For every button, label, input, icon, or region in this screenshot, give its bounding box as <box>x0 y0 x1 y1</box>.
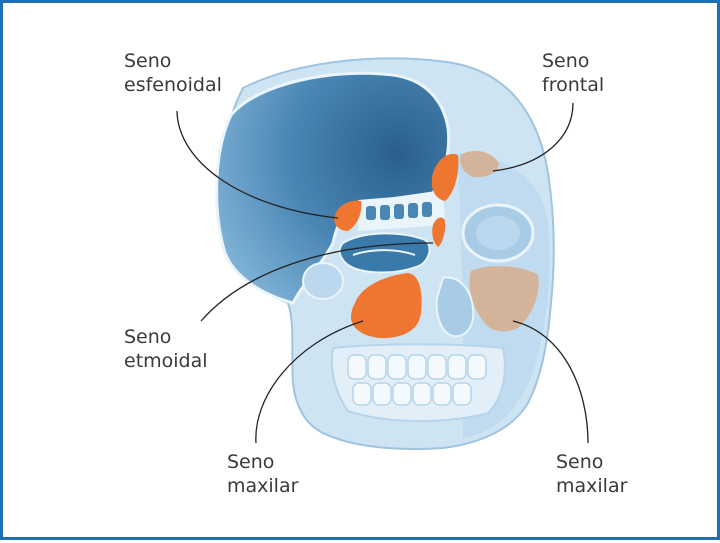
leader-maxillary-right <box>512 320 589 444</box>
leader-maxillary-left <box>255 320 364 444</box>
label-ethmoid-line1: Seno <box>124 326 172 348</box>
label-maxillary-left-line1: Seno <box>227 451 275 473</box>
label-maxillary-right-line1: Seno <box>556 451 604 473</box>
leader-ethmoid <box>200 242 434 322</box>
label-maxillary-right-line2: maxilar <box>556 475 628 497</box>
leader-frontal <box>492 102 574 172</box>
cheek <box>302 262 344 300</box>
label-frontal-line1: Seno <box>542 50 590 72</box>
maxillary-sinus-left <box>351 273 422 339</box>
label-maxillary-sinus-left: Seno maxilar <box>227 450 298 498</box>
label-sphenoid-line1: Seno <box>124 50 172 72</box>
teeth <box>347 354 487 406</box>
leader-lines <box>176 102 589 444</box>
turbinates <box>338 232 431 274</box>
frontal-sinus-tan <box>460 150 499 178</box>
label-frontal-sinus: Seno frontal <box>542 49 604 97</box>
ethmoid-cells <box>358 193 445 231</box>
label-maxillary-left-line2: maxilar <box>227 475 299 497</box>
maxillary-sinus-right <box>469 266 539 332</box>
label-ethmoid-line2: etmoidal <box>124 350 208 372</box>
label-frontal-line2: frontal <box>542 74 605 96</box>
leader-sphenoid <box>176 110 339 219</box>
label-sphenoid-sinus: Seno esfenoidal <box>124 49 222 97</box>
ethmoid-sinus <box>432 217 446 247</box>
skull-sinus-diagram <box>176 57 589 451</box>
label-ethmoid-sinus: Seno etmoidal <box>124 325 208 373</box>
frontal-sinus-cut <box>431 153 459 201</box>
label-maxillary-sinus-right: Seno maxilar <box>556 450 627 498</box>
sphenoid-sinus <box>334 200 362 231</box>
nasal-cavity <box>435 276 475 338</box>
label-sphenoid-line2: esfenoidal <box>124 74 222 96</box>
